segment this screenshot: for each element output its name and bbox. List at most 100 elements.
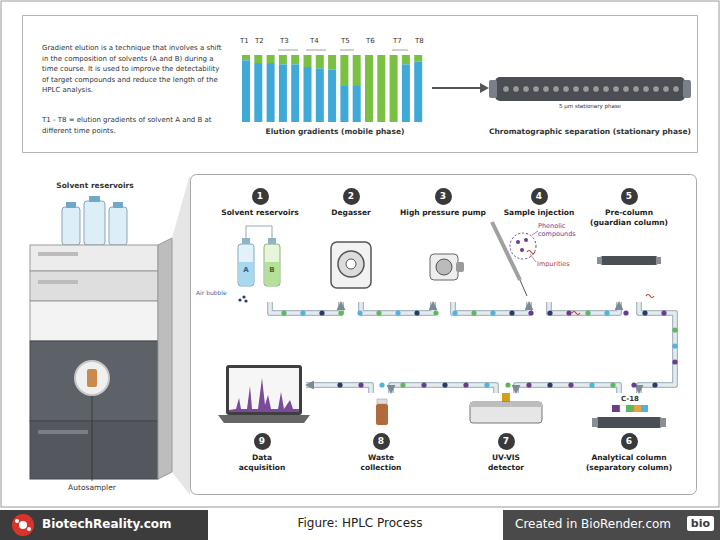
solvent-a-bar [353, 85, 361, 122]
mobile-phase-particle [358, 382, 363, 387]
bottle-a [238, 244, 254, 286]
solvent-b-bar [242, 55, 250, 60]
column-cap [660, 418, 666, 427]
leader-line [92, 396, 93, 481]
instrument-module [30, 421, 158, 479]
mobile-phase-particle [642, 310, 647, 315]
step-title: High pressure pump [395, 208, 491, 218]
pump-port [456, 262, 464, 272]
callout-number: 5 [621, 188, 638, 205]
logo-dot [15, 519, 19, 523]
column-body [596, 417, 662, 428]
mobile-phase-particle [395, 310, 400, 315]
solvent-a-bar [414, 62, 422, 122]
solvent-a-bar [328, 70, 336, 122]
time-label: T4 [310, 37, 326, 46]
instrument-module [30, 341, 158, 421]
sample-zoom [510, 233, 536, 259]
reservoir-bottle [109, 207, 127, 245]
screen-area [229, 368, 299, 412]
compound-dot [516, 240, 520, 244]
process-step: 8Waste collection [341, 393, 421, 480]
solvent-a-bar [390, 122, 398, 123]
description-text: T1 - T8 = elution gradients of solvent A… [42, 115, 222, 136]
part-label: Autosampler [47, 483, 137, 492]
mobile-phase-particle [528, 310, 533, 315]
part-label: Solvent reservoirs [35, 181, 155, 190]
flow-tube [516, 385, 619, 393]
solvent-a-bar [254, 63, 262, 122]
air-bubble [242, 295, 245, 298]
detector-top [470, 402, 542, 407]
stationary-bead [543, 86, 550, 93]
logo-disc [12, 514, 34, 536]
air-bubble [244, 299, 247, 302]
callout-number: 4 [531, 188, 548, 205]
solvent-a [239, 262, 253, 285]
callout-number: 3 [435, 188, 452, 205]
solvent-a-bar [291, 64, 299, 122]
detector-body [470, 402, 542, 423]
solvent-b-bar [353, 55, 361, 85]
process-step: 6Analytical column (separatory column) [574, 393, 684, 480]
mobile-phase-particle [490, 310, 495, 315]
mobile-phase-particle [281, 310, 286, 315]
phase-band [626, 405, 634, 412]
instrument-module [30, 301, 158, 341]
solvent-b-bar [390, 55, 398, 122]
phase-band [612, 405, 620, 412]
autosampler-window [75, 361, 109, 395]
column-cap [683, 80, 691, 98]
stationary-bead [573, 86, 580, 93]
solvent-b-bar [402, 55, 410, 64]
compound-dot [520, 248, 524, 252]
solvent-b-bar [254, 55, 262, 63]
tube-outline [270, 302, 341, 313]
step-title: Degasser [311, 208, 391, 218]
mobile-phase-particle [672, 327, 677, 332]
time-label: T1 [240, 37, 256, 46]
process-panel [191, 175, 697, 495]
solvent-a-bar [365, 122, 373, 123]
stationary-bead [603, 86, 610, 93]
time-label: T5 [341, 37, 357, 46]
part-label: Phenolic compounds [538, 222, 594, 238]
vial-cap [377, 399, 387, 404]
mobile-phase-particle [338, 310, 343, 315]
mobile-phase-particle [509, 310, 514, 315]
bottle-b [264, 244, 280, 286]
degasser-core [346, 259, 356, 269]
mobile-phase-particle [547, 382, 552, 387]
solvent-b-bar [377, 55, 385, 122]
stationary-bead [613, 86, 620, 93]
laptop-base [218, 415, 310, 423]
time-bracket [392, 50, 408, 51]
instrument-module [30, 271, 158, 301]
reservoir-icon [238, 226, 280, 303]
solvent-a-bar [242, 60, 250, 122]
part-label: Impurities [537, 260, 587, 268]
solvent-a-bar [279, 64, 287, 122]
stationary-bead [533, 86, 540, 93]
mobile-phase-particle [589, 382, 594, 387]
pump-body [430, 254, 458, 280]
step-title: Waste collection [351, 453, 411, 473]
pump-head [436, 259, 452, 275]
solvent-a-bar [304, 67, 312, 122]
stationary-bead [503, 86, 510, 93]
time-bracket [278, 50, 298, 51]
brand-name: BiotechReality.com [42, 517, 172, 532]
phase-band [620, 405, 626, 412]
callout-number: 6 [621, 433, 638, 450]
step-title: Pre-column (guardian column) [584, 208, 674, 228]
column-cap [597, 257, 602, 264]
module-detail [38, 252, 78, 256]
footer-box: BiotechReality.com [0, 510, 208, 540]
flow-tube [270, 302, 341, 313]
process-step: 2Degasser [311, 186, 391, 302]
stationary-bead [523, 86, 530, 93]
mobile-phase-particle [623, 310, 628, 315]
stationary-bead [643, 86, 650, 93]
